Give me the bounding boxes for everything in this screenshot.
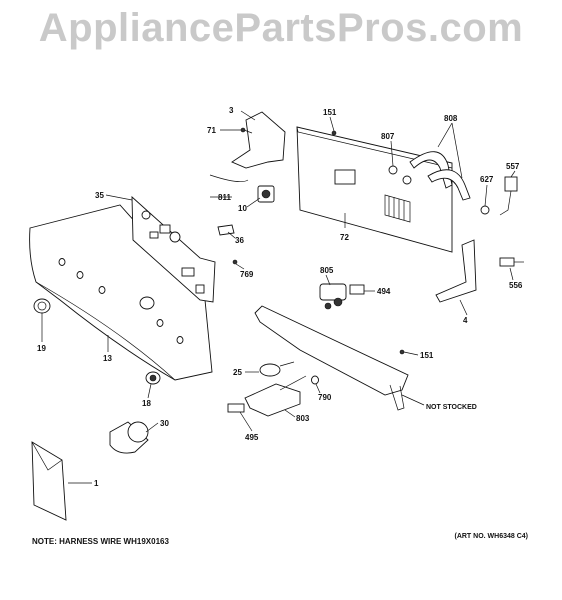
wire-811-part[interactable] [209,174,249,182]
callout-627: 627 [480,175,494,184]
knob-18-part[interactable] [145,371,161,385]
watermark: AppliancePartsPros.com [38,6,524,50]
callout-18: 18 [142,399,151,408]
callout-808: 808 [444,114,458,123]
timer-30-part[interactable] [109,421,149,454]
knob-19-part[interactable] [33,298,51,314]
circuit-board-part[interactable] [131,195,216,303]
callout-151-right: 151 [420,351,434,360]
callout-803: 803 [296,414,310,423]
callout-769: 769 [240,270,254,279]
callout-10: 10 [238,204,247,213]
screw-151-top-part[interactable] [331,130,337,136]
screw-769-part[interactable] [232,259,238,265]
callout-13: 13 [103,354,112,363]
leader-lines [41,110,516,484]
part-790[interactable] [311,375,319,385]
part-627[interactable] [480,205,490,215]
callout-35: 35 [95,191,104,200]
callout-36: 36 [235,236,244,245]
part-556[interactable] [499,257,524,267]
callout-790: 790 [318,393,332,402]
callout-25: 25 [233,368,242,377]
harness-note: NOTE: HARNESS WIRE WH19X0163 [32,537,169,546]
grommet-807-part[interactable] [388,165,412,185]
part-25[interactable] [259,361,295,377]
backsplash-72-part[interactable] [296,126,453,253]
callout-72: 72 [340,233,349,242]
callout-494: 494 [377,287,391,296]
callout-807: 807 [381,132,395,141]
callout-3: 3 [229,106,234,115]
callout-not-stocked: NOT STOCKED [426,404,477,411]
callout-4: 4 [463,316,468,325]
callout-19: 19 [37,344,46,353]
callout-805: 805 [320,266,334,275]
part-494[interactable] [349,284,365,295]
part-805[interactable] [319,283,347,310]
screw-151-right-part[interactable] [399,349,405,355]
control-panel-part[interactable] [29,204,213,381]
clip-36-part[interactable] [217,224,235,236]
callout-811: 811 [218,193,231,202]
bracket-4-part[interactable] [435,239,477,303]
callout-labels: 3 151 71 807 808 557 811 10 627 35 72 36… [37,106,523,488]
switch-10-part[interactable] [257,185,275,203]
callout-1: 1 [94,479,99,488]
hose-808-part[interactable] [409,151,471,201]
art-number: (ART NO. WH6348 C4) [454,533,528,540]
part-557[interactable] [499,176,518,216]
support-bracket-part[interactable] [254,305,409,411]
callout-557: 557 [506,162,520,171]
manual-1-part[interactable] [31,441,67,521]
callout-556: 556 [509,281,523,290]
callout-71: 71 [207,126,216,135]
callout-495: 495 [245,433,259,442]
part-495[interactable] [227,403,245,413]
callout-30: 30 [160,419,169,428]
bracket-3-part[interactable] [231,111,286,169]
callout-151-top: 151 [323,108,337,117]
part-803[interactable] [244,375,307,417]
